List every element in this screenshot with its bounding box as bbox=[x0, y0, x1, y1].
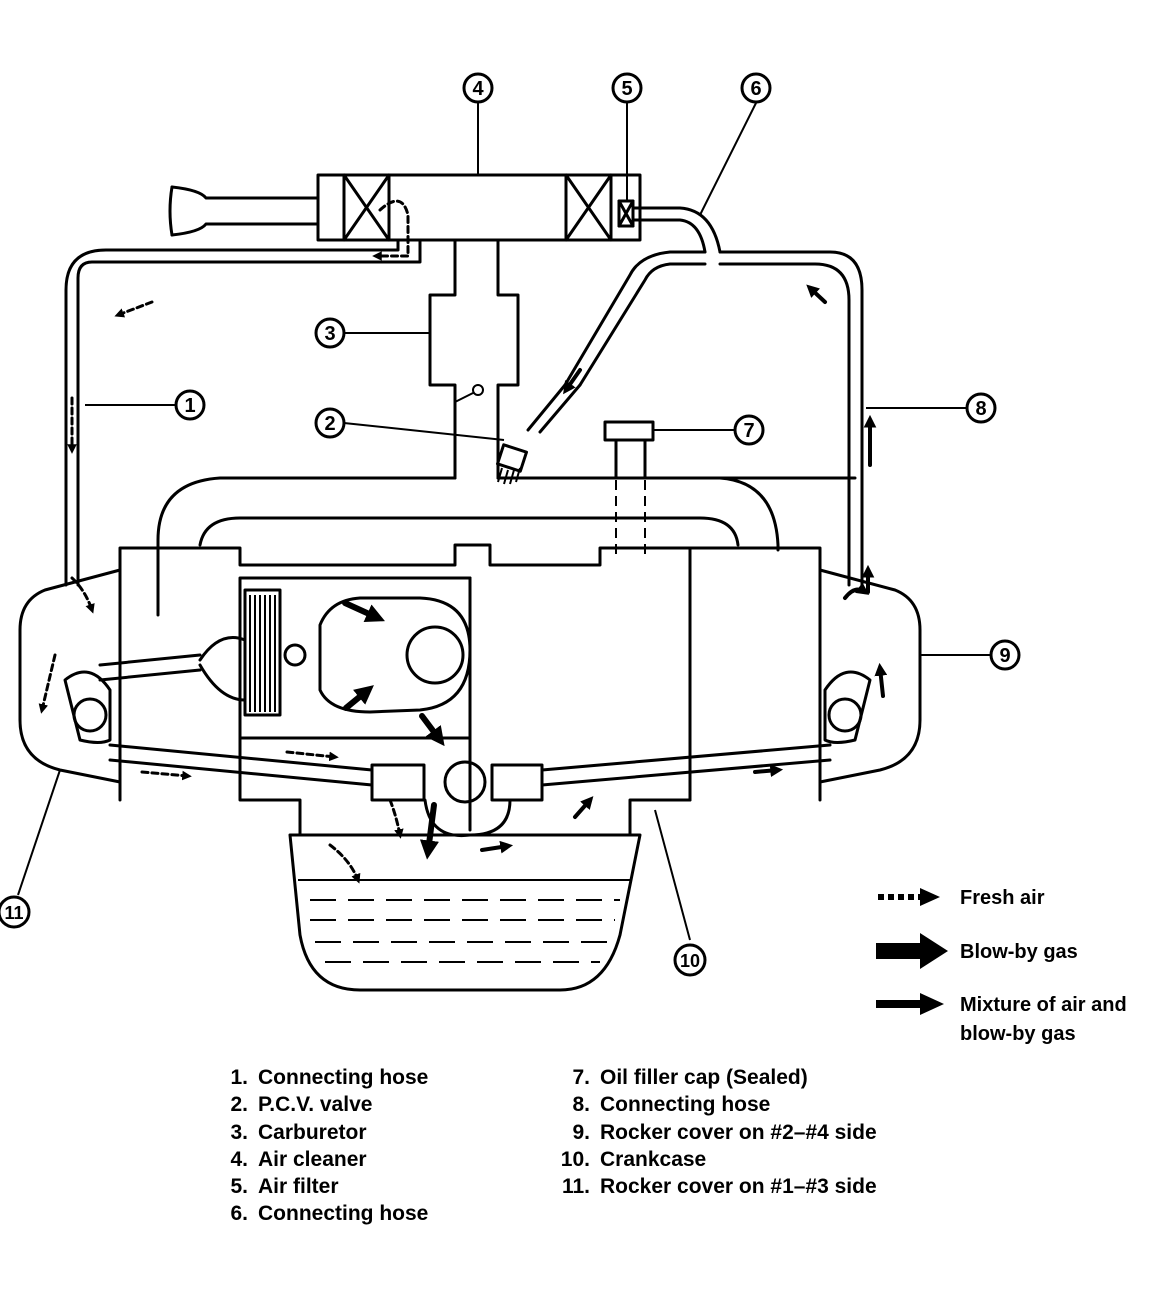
legend-mixture-label-line1: Mixture of air and bbox=[960, 994, 1127, 1016]
connecting-hose-8 bbox=[563, 250, 864, 587]
svg-text:10: 10 bbox=[680, 951, 700, 971]
connecting-hose-1 bbox=[64, 238, 422, 587]
parts-list-left: 1.Connecting hose 2.P.C.V. valve 3.Carbu… bbox=[218, 1064, 428, 1228]
svg-text:6: 6 bbox=[750, 78, 761, 100]
parts-list-right: 7.Oil filler cap (Sealed) 8.Connecting h… bbox=[548, 1064, 877, 1200]
part-item: 5.Air filter bbox=[230, 1175, 339, 1199]
leader-lines bbox=[17, 102, 990, 941]
callout-6: 6 bbox=[740, 72, 772, 104]
pcv-valve bbox=[495, 443, 857, 485]
svg-text:4: 4 bbox=[472, 78, 484, 100]
air-filter-small bbox=[617, 199, 635, 228]
part-item: 4.Air cleaner bbox=[230, 1147, 367, 1171]
callout-2: 2 bbox=[314, 407, 346, 439]
callout-10: 10 bbox=[673, 943, 707, 977]
legend-fresh-air-label: Fresh air bbox=[960, 887, 1045, 909]
legend: Fresh air Blow-by gas Mixture of air and… bbox=[876, 887, 1127, 1045]
callout-8: 8 bbox=[965, 392, 997, 424]
svg-text:2: 2 bbox=[324, 413, 335, 435]
part-item: 2.P.C.V. valve bbox=[230, 1093, 373, 1117]
carburetor bbox=[428, 238, 520, 480]
svg-text:8: 8 bbox=[975, 398, 986, 420]
callout-9: 9 bbox=[989, 639, 1021, 671]
legend-mixture-label-line2: blow-by gas bbox=[960, 1023, 1076, 1045]
connecting-hose-6 bbox=[526, 206, 722, 434]
part-item: 8.Connecting hose bbox=[572, 1093, 771, 1117]
callout-1: 1 bbox=[174, 389, 206, 421]
engine-block bbox=[18, 543, 922, 838]
callout-11: 11 bbox=[0, 895, 31, 929]
callout-4: 4 bbox=[462, 72, 494, 104]
crankcase-oil-pan bbox=[288, 833, 642, 992]
part-item: 11.Rocker cover on #1–#3 side bbox=[561, 1175, 877, 1199]
svg-text:7: 7 bbox=[743, 420, 754, 442]
legend-blow-by-label: Blow-by gas bbox=[960, 941, 1078, 963]
part-item: 3.Carburetor bbox=[230, 1120, 367, 1144]
legend-blow-by-arrow bbox=[876, 933, 948, 969]
legend-fresh-air: Fresh air bbox=[878, 887, 1045, 909]
flow-arrows bbox=[38, 199, 888, 884]
legend-blow-by-gas: Blow-by gas bbox=[876, 933, 1078, 969]
svg-text:3: 3 bbox=[324, 323, 335, 345]
svg-text:5: 5 bbox=[621, 78, 632, 100]
svg-text:11: 11 bbox=[4, 903, 23, 923]
legend-mixture-arrow bbox=[876, 993, 944, 1015]
oil-filler-cap bbox=[603, 420, 655, 560]
part-item: 1.Connecting hose bbox=[230, 1066, 429, 1089]
part-item: 10.Crankcase bbox=[560, 1147, 707, 1171]
part-item: 7.Oil filler cap (Sealed) bbox=[572, 1066, 808, 1089]
part-item: 9.Rocker cover on #2–#4 side bbox=[572, 1120, 877, 1144]
callout-5: 5 bbox=[611, 72, 643, 104]
legend-mixture: Mixture of air and blow-by gas bbox=[876, 993, 1127, 1045]
part-item: 6.Connecting hose bbox=[230, 1202, 429, 1226]
callout-3: 3 bbox=[314, 317, 346, 349]
svg-text:9: 9 bbox=[999, 645, 1010, 667]
callout-7: 7 bbox=[733, 414, 765, 446]
svg-text:1: 1 bbox=[184, 395, 195, 417]
